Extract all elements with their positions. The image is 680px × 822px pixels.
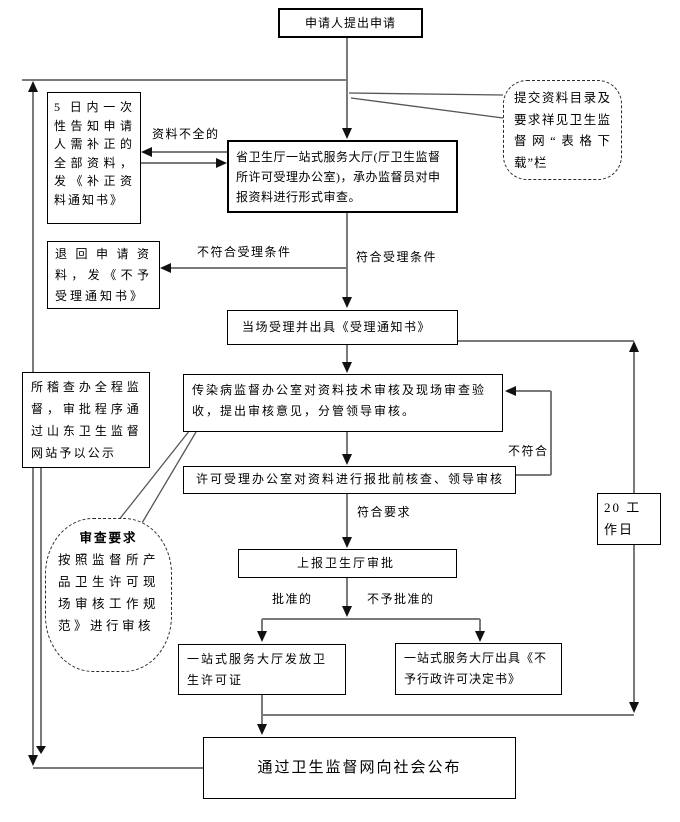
node-start: 申请人提出申请: [278, 8, 423, 38]
label-not-approved: 不予批准的: [367, 592, 435, 606]
label-incomplete: 资料不全的: [152, 127, 220, 141]
label-meet-accept: 符合受理条件: [356, 250, 438, 264]
materials-callout: 提交资料目录及要求祥见卫生监督网“表格下载”栏: [503, 80, 622, 180]
arrow-into-reject: [160, 263, 171, 273]
arrow-into-accept: [342, 297, 352, 308]
arrowheads: [28, 81, 639, 766]
review-callout-tail-2: [141, 431, 197, 524]
arrow-into-issue: [257, 631, 267, 642]
arrow-rail-top: [629, 341, 639, 352]
node-supplement: 5 日内一次性告知申请人需补正的全部资料，发《补正资料通知书》: [47, 92, 141, 224]
node-accept: 当场受理并出具《受理通知书》: [227, 310, 458, 345]
node-publish: 通过卫生监督网向社会公布: [203, 737, 516, 799]
node-reject: 退回申请资料，发《不予受理通知书》: [47, 241, 160, 309]
materials-callout-tail-2: [350, 97, 504, 119]
review-requirements-body: 按照监督所产品卫生许可现场审核工作规范》进行审核: [58, 553, 159, 633]
node-review: 传染病监督办公室对资料技术审核及现场审查验收，提出审核意见，分管领导审核。: [183, 374, 503, 432]
label-conform: 符合要求: [357, 505, 412, 519]
arrow-up-left-rail: [28, 81, 38, 92]
node-deny: 一站式服务大厅出具《不予行政许可决定书》: [395, 643, 562, 695]
arrow-down-supervise: [36, 746, 46, 754]
arrow-into-splitter: [342, 606, 352, 617]
arrow-incomplete: [141, 147, 152, 157]
arrow-rail-bottom: [629, 702, 639, 713]
node-submit: 上报卫生厅审批: [238, 549, 457, 578]
arrow-feedback: [505, 386, 516, 396]
label-not-meet-accept: 不符合受理条件: [197, 245, 292, 259]
review-callout-tail-1: [117, 429, 191, 522]
arrow-into-publish: [257, 724, 267, 735]
node-supervise: 所稽查办全程监督，审批程序通过山东卫生监督网站予以公示: [22, 372, 150, 468]
label-not-conform: 不符合: [508, 444, 549, 458]
arrow-into-submit: [342, 537, 352, 548]
arrow-into-deny: [475, 631, 485, 642]
node-duration: 20 工作日: [597, 493, 661, 545]
materials-callout-tail-1: [348, 92, 504, 96]
review-requirements-title: 审查要求: [79, 531, 138, 545]
arrow-into-review: [342, 362, 352, 373]
arrow-resubmit: [216, 158, 227, 168]
arrow-into-reception: [342, 128, 352, 139]
arrow-down-left-rail: [28, 755, 38, 766]
arrow-into-precheck: [342, 454, 352, 465]
node-reception: 省卫生厅一站式服务大厅(厅卫生监督所许可受理办公室)，承办监督员对申报资料进行形…: [227, 140, 458, 213]
node-precheck: 许可受理办公室对资料进行报批前核查、领导审核: [183, 466, 516, 494]
label-approved: 批准的: [272, 592, 313, 606]
review-requirements-callout: 审查要求 按照监督所产品卫生许可现场审核工作规范》进行审核: [45, 518, 172, 672]
node-issue: 一站式服务大厅发放卫生许可证: [178, 644, 346, 695]
